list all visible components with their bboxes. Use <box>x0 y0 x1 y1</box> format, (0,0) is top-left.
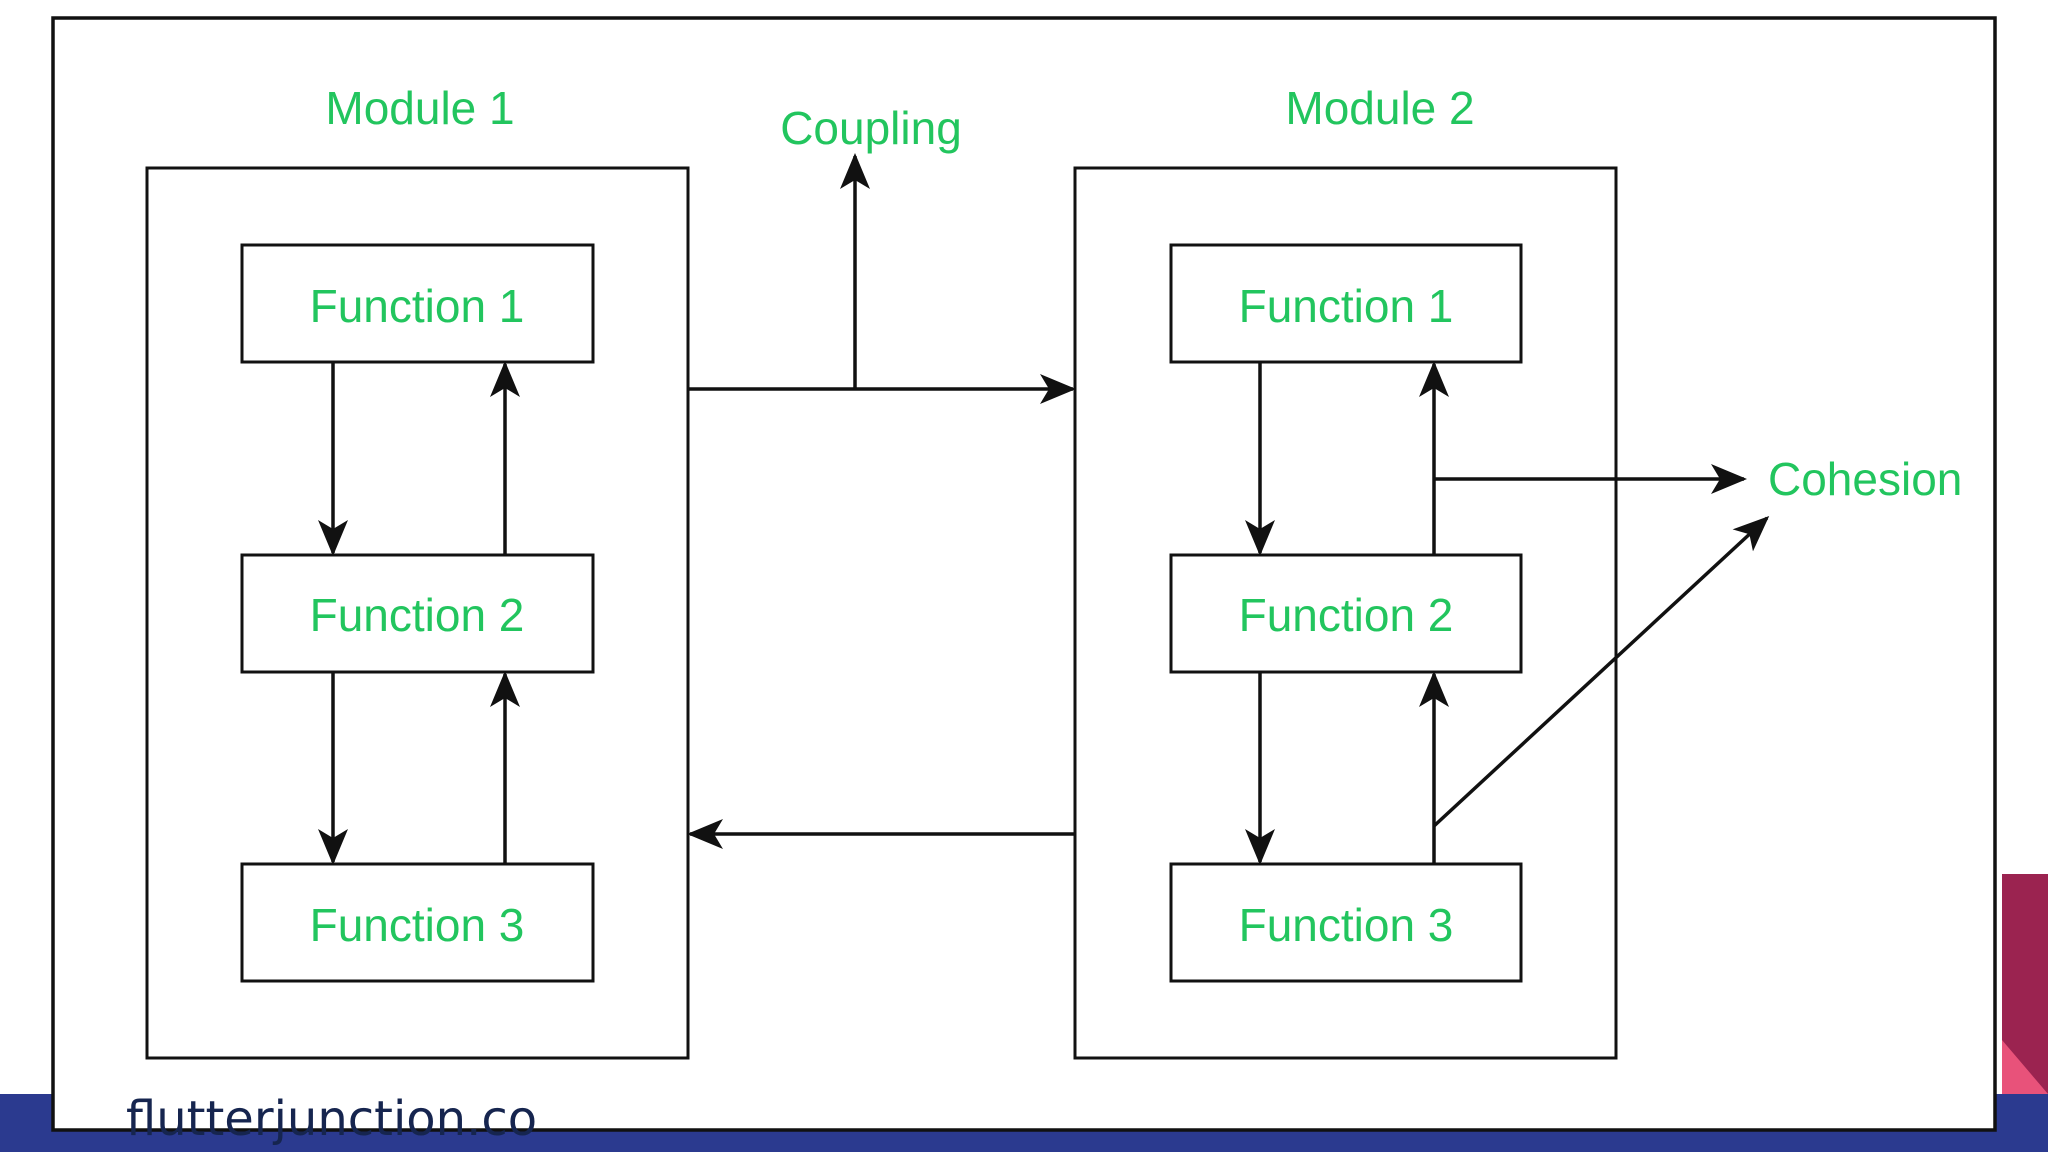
m1-function-2-label: Function 2 <box>310 589 525 641</box>
coupling-label: Coupling <box>780 102 962 154</box>
m1-function-1-label: Function 1 <box>310 280 525 332</box>
m1-function-1-box <box>240 243 595 364</box>
m1-function-2-box <box>240 553 595 674</box>
m2-function-2-box <box>1169 553 1523 674</box>
m2-function-2-label: Function 2 <box>1239 589 1454 641</box>
m2-function-3-label: Function 3 <box>1239 899 1454 951</box>
m2-function-3-box <box>1169 862 1523 983</box>
brand-watermark: flutterjunction.co <box>126 1091 538 1147</box>
module-1-title: Module 1 <box>325 82 514 134</box>
m1-function-3-label: Function 3 <box>310 899 525 951</box>
m2-function-1-label: Function 1 <box>1239 280 1454 332</box>
cohesion-label: Cohesion <box>1768 453 1962 505</box>
m2-function-1-box <box>1169 243 1523 364</box>
corner-accent-pink <box>2002 1040 2048 1094</box>
m1-function-3-box <box>240 862 595 983</box>
cohesion-arrow-diagonal <box>1432 515 1770 828</box>
module-2-title: Module 2 <box>1285 82 1474 134</box>
